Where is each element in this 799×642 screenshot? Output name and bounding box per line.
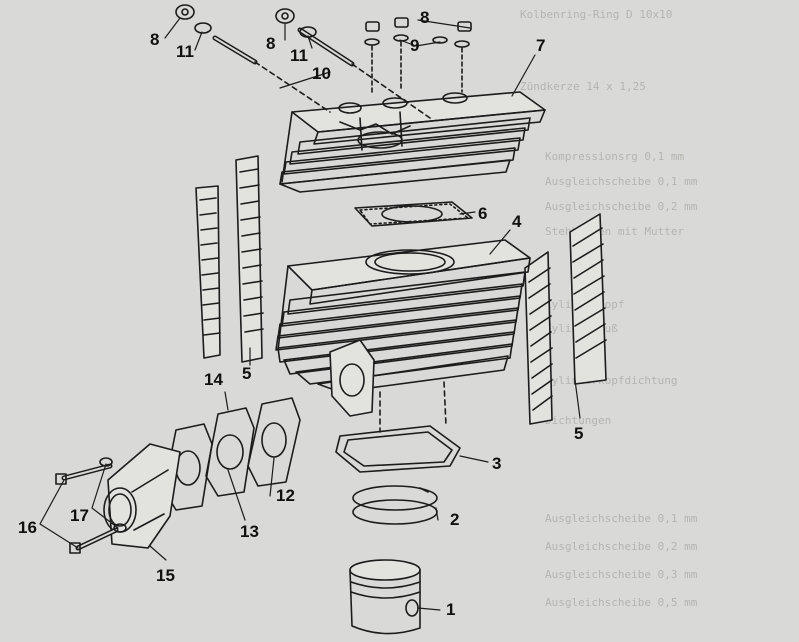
- ghost-text-10: Dichtungen: [545, 414, 612, 427]
- intake-stub: [103, 443, 181, 549]
- ghost-text-1: Kolbenring-Ring D 10x10: [520, 8, 673, 21]
- callout-17: 17: [70, 506, 89, 525]
- ghost-text-2: Zündkerze 14 x 1,25: [520, 80, 646, 93]
- callout-8a: 8: [150, 30, 160, 49]
- callout-5a: 5: [242, 364, 252, 383]
- screws-washers: [55, 457, 127, 554]
- fin-baffle-left: [195, 155, 264, 363]
- cylinder-head: [279, 91, 546, 193]
- ghost-text-14: Ausgleichscheibe 0,5 mm: [545, 596, 698, 609]
- base-gasket: [335, 425, 461, 473]
- callout-1: 1: [446, 600, 456, 619]
- callout-2: 2: [450, 510, 460, 529]
- cylinder: [275, 239, 531, 433]
- callout-6: 6: [478, 204, 488, 223]
- callout-10: 10: [312, 64, 331, 83]
- callout-4: 4: [512, 212, 522, 231]
- callout-7: 7: [536, 36, 546, 55]
- ghost-text-12: Ausgleichscheibe 0,2 mm: [545, 540, 698, 553]
- piston-rings: [352, 485, 438, 525]
- callout-13: 13: [240, 522, 259, 541]
- callout-12: 12: [276, 486, 295, 505]
- head-gasket: [354, 201, 473, 227]
- ghost-text-11: Ausgleichscheibe 0,1 mm: [545, 512, 698, 525]
- piston: [349, 559, 421, 635]
- ghost-text-13: Ausgleichscheibe 0,3 mm: [545, 568, 698, 581]
- callout-8b: 8: [266, 34, 276, 53]
- callout-3: 3: [492, 454, 502, 473]
- callout-8c: 8: [420, 8, 430, 27]
- callout-11b: 11: [290, 46, 308, 65]
- ghost-text-4: Ausgleichscheibe 0,1 mm: [545, 175, 698, 188]
- callout-14: 14: [204, 370, 223, 389]
- callout-16: 16: [18, 518, 37, 537]
- callout-15: 15: [156, 566, 175, 585]
- fin-baffle-right: [524, 213, 607, 425]
- ghost-text-5: Ausgleichscheibe 0,2 mm: [545, 200, 698, 213]
- head-studs: [364, 17, 472, 93]
- long-studs: [175, 4, 431, 119]
- callout-5b: 5: [574, 424, 584, 443]
- callout-11a: 11: [176, 42, 194, 61]
- callout-9: 9: [410, 36, 420, 55]
- leader-lines: [39, 17, 581, 611]
- ghost-text-3: Kompressionsrg 0,1 mm: [545, 150, 685, 163]
